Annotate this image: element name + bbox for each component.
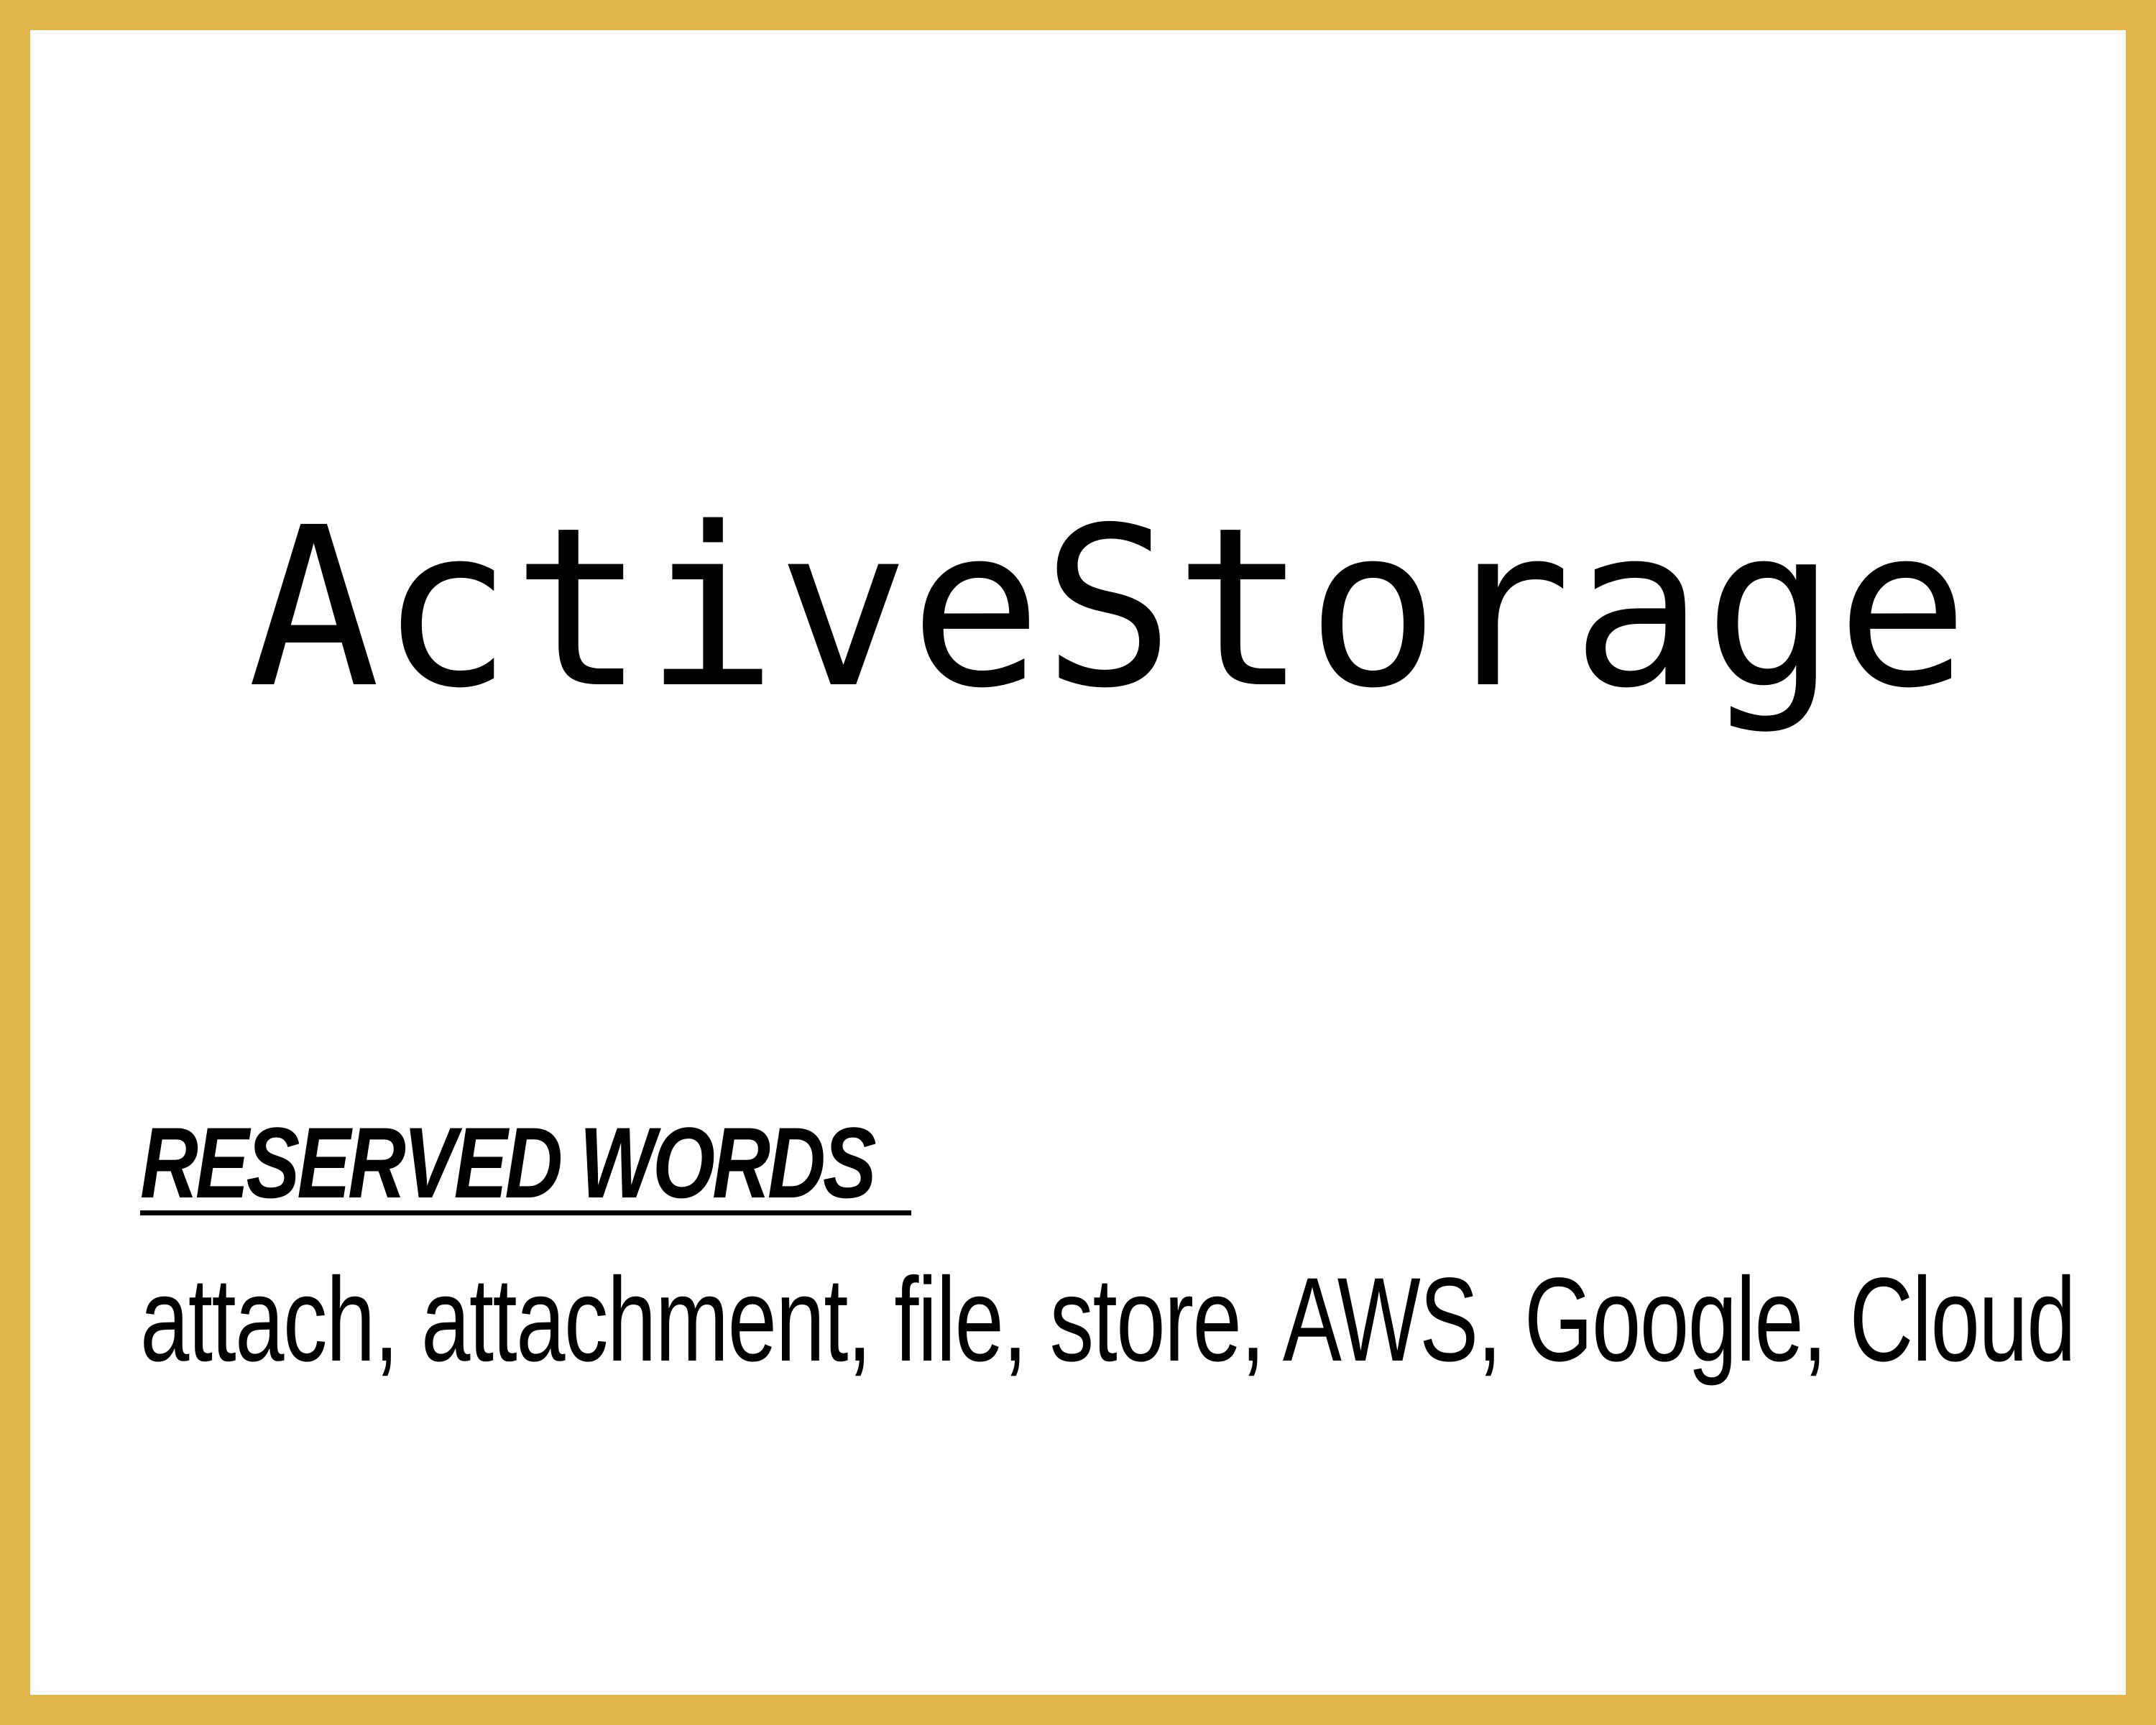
slide-title: ActiveStorage — [247, 481, 1969, 737]
reserved-words-list: attach, attachment, file, store, AWS, Go… — [140, 1254, 2076, 1386]
reserved-words-heading: RESERVED WORDS — [140, 1106, 877, 1219]
heading-underline — [140, 1210, 911, 1215]
